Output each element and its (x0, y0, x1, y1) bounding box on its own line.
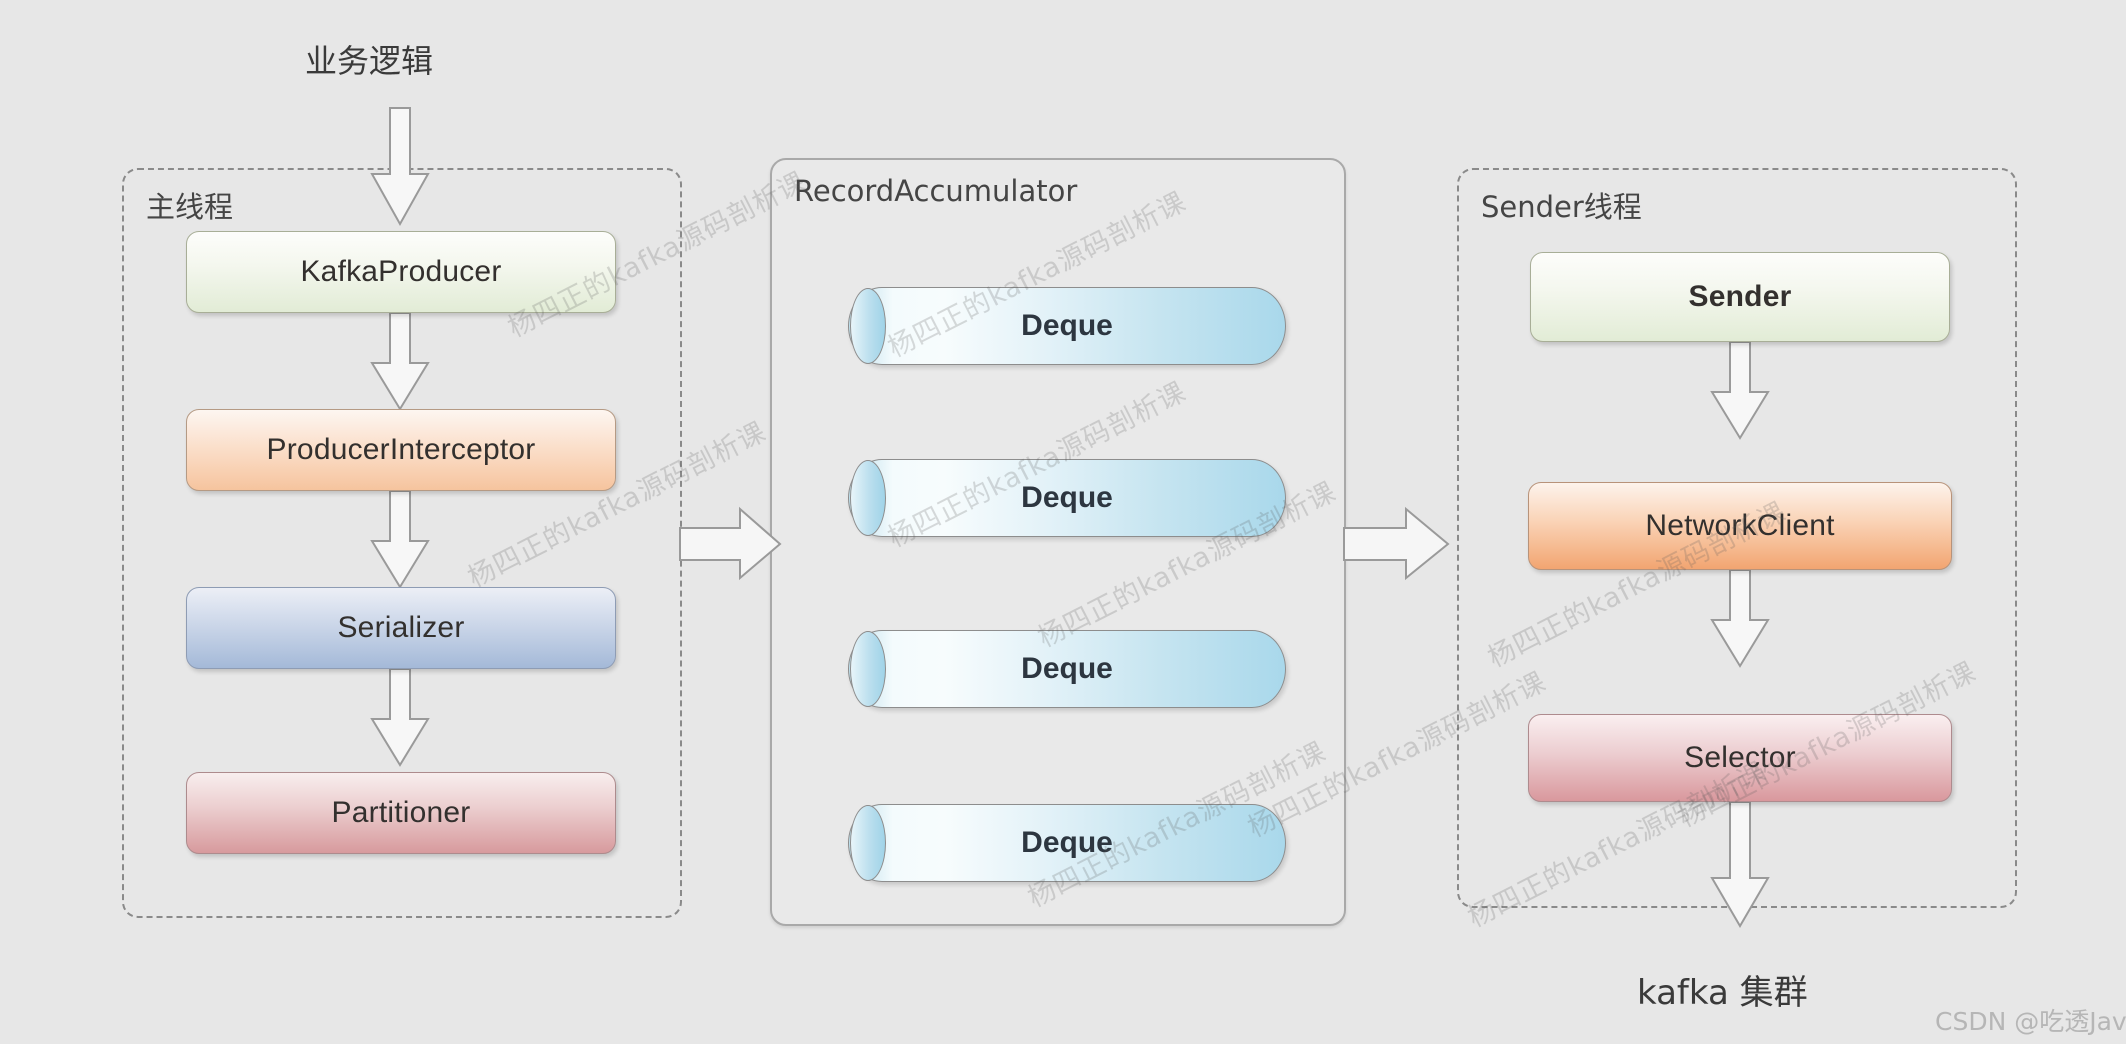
node-sender[interactable]: Sender (1530, 252, 1950, 342)
top-label-business-logic: 业务逻辑 (305, 42, 434, 80)
node-producerinterceptor-label: ProducerInterceptor (266, 433, 536, 466)
cylinder-body (848, 287, 1286, 365)
node-serializer[interactable]: Serializer (186, 587, 616, 669)
cylinder-cap (850, 288, 886, 364)
node-deque-4-label: Deque (1021, 826, 1113, 859)
zone-sender-thread-title: Sender线程 (1481, 190, 1642, 224)
csdn-credit: CSDN @吃透Java (1935, 1007, 2126, 1036)
arrow-producerinterceptor-to-serializer (370, 490, 430, 589)
cylinder-cap (850, 631, 886, 707)
node-partitioner[interactable]: Partitioner (186, 772, 616, 854)
node-deque-4[interactable]: Deque (848, 804, 1286, 882)
node-deque-1-label: Deque (1021, 309, 1113, 342)
arrow-selector-to-kafka-cluster (1710, 801, 1770, 928)
cylinder-cap (850, 805, 886, 881)
node-producerinterceptor[interactable]: ProducerInterceptor (186, 409, 616, 491)
node-partitioner-label: Partitioner (331, 796, 471, 829)
node-networkclient[interactable]: NetworkClient (1528, 482, 1952, 570)
zone-record-accumulator: RecordAccumulator (770, 158, 1346, 926)
cylinder-body (848, 459, 1286, 537)
arrow-record-accumulator-to-sender-thread (1343, 506, 1450, 581)
zone-main-thread-title: 主线程 (146, 190, 234, 224)
cylinder-cap (850, 460, 886, 536)
arrow-main-thread-to-record-accumulator (679, 506, 782, 581)
node-sender-label: Sender (1688, 280, 1792, 313)
node-deque-3[interactable]: Deque (848, 630, 1286, 708)
bottom-label-kafka-cluster: kafka 集群 (1637, 973, 1808, 1013)
arrow-business-logic-to-kafkaproducer (370, 107, 430, 227)
node-deque-1[interactable]: Deque (848, 287, 1286, 365)
arrow-kafkaproducer-to-producerinterceptor (370, 312, 430, 411)
node-deque-2[interactable]: Deque (848, 459, 1286, 537)
zone-record-accumulator-title: RecordAccumulator (794, 174, 1078, 208)
arrow-sender-to-networkclient (1710, 341, 1770, 440)
node-kafkaproducer-label: KafkaProducer (300, 255, 502, 288)
cylinder-body (848, 630, 1286, 708)
node-selector-label: Selector (1684, 741, 1796, 774)
node-serializer-label: Serializer (337, 611, 465, 644)
arrow-serializer-to-partitioner (370, 668, 430, 767)
arrow-networkclient-to-selector (1710, 569, 1770, 668)
node-deque-3-label: Deque (1021, 652, 1113, 685)
cylinder-body (848, 804, 1286, 882)
node-deque-2-label: Deque (1021, 481, 1113, 514)
node-networkclient-label: NetworkClient (1645, 509, 1835, 542)
node-kafkaproducer[interactable]: KafkaProducer (186, 231, 616, 313)
node-selector[interactable]: Selector (1528, 714, 1952, 802)
